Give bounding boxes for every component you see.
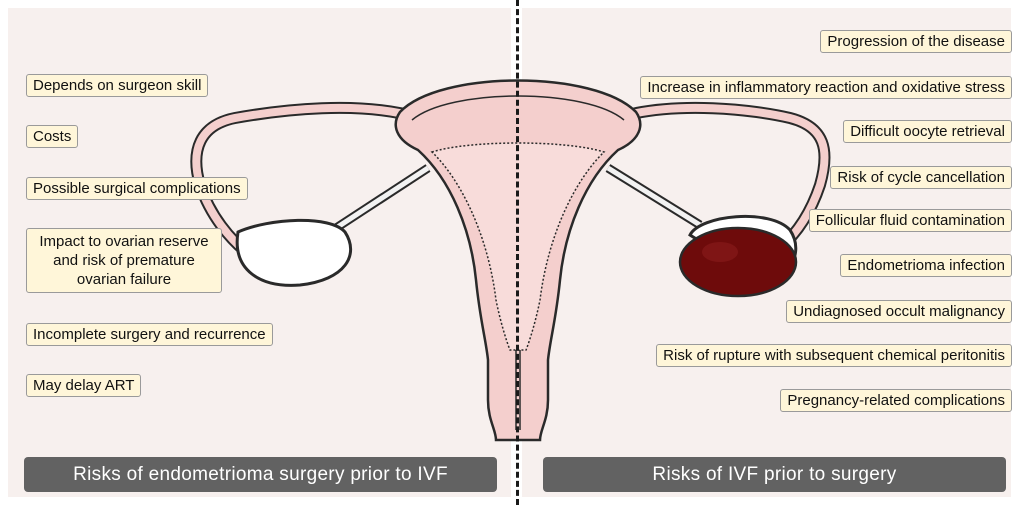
left-risk-delay-art: May delay ART [26, 374, 141, 397]
right-risk-inflammation: Increase in inflammatory reaction and ox… [640, 76, 1012, 99]
left-risk-costs: Costs [26, 125, 78, 148]
right-risk-cycle-cancellation: Risk of cycle cancellation [830, 166, 1012, 189]
left-risk-surgeon-skill: Depends on surgeon skill [26, 74, 208, 97]
right-risk-fluid-contamination: Follicular fluid contamination [809, 209, 1012, 232]
center-divider [516, 0, 519, 505]
left-risk-surgical-complications: Possible surgical complications [26, 177, 248, 200]
right-risk-malignancy: Undiagnosed occult malignancy [786, 300, 1012, 323]
left-footer-title: Risks of endometrioma surgery prior to I… [24, 457, 497, 492]
right-risk-rupture: Risk of rupture with subsequent chemical… [656, 344, 1012, 367]
right-risk-pregnancy: Pregnancy-related complications [780, 389, 1012, 412]
left-risk-ovarian-reserve: Impact to ovarian reserve and risk of pr… [26, 228, 222, 293]
right-footer-title: Risks of IVF prior to surgery [543, 457, 1006, 492]
right-risk-infection: Endometrioma infection [840, 254, 1012, 277]
right-risk-disease-progression: Progression of the disease [820, 30, 1012, 53]
endometrioma-cyst [680, 228, 796, 296]
left-ovary [237, 220, 350, 285]
right-risk-oocyte-retrieval: Difficult oocyte retrieval [843, 120, 1012, 143]
left-risk-incomplete-surgery: Incomplete surgery and recurrence [26, 323, 273, 346]
